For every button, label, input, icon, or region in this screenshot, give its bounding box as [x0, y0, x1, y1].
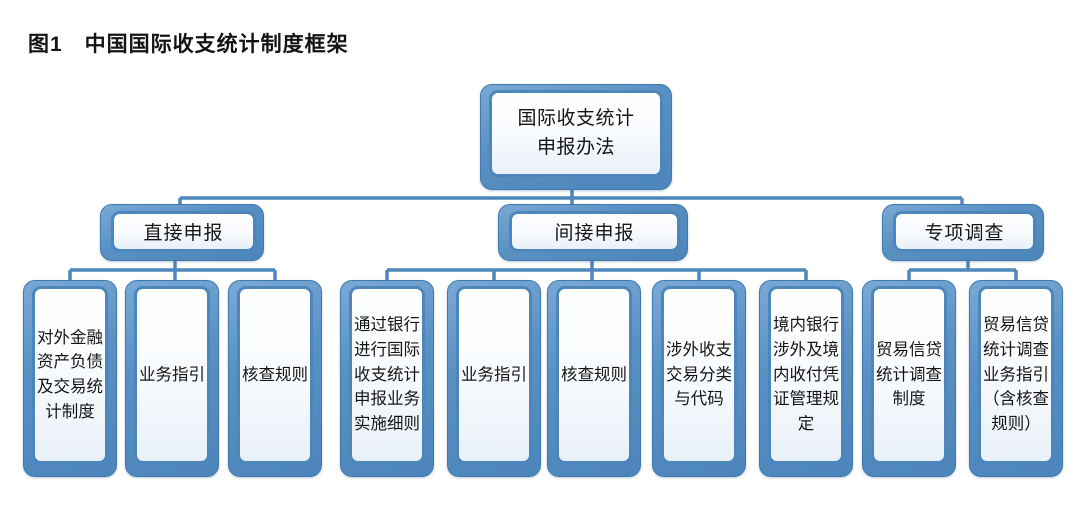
- leaf-business-guide-indirect: 业务指引: [447, 280, 541, 477]
- leaf-payment-voucher-rules: 境内银行 涉外及境 内收付凭 证管理规 定: [759, 280, 853, 477]
- node-branch-direct-label: 直接申报: [111, 211, 256, 252]
- node-root-label: 国际收支统计 申报办法: [489, 90, 663, 177]
- leaf-trade-credit-survey-guide: 贸易信贷 统计调查 业务指引 （含核查 规则）: [969, 280, 1063, 477]
- leaf-label: 业务指引: [456, 286, 532, 464]
- leaf-trade-credit-survey-system: 贸易信贷 统计调查 制度: [862, 280, 956, 477]
- figure-title: 图1 中国国际收支统计制度框架: [28, 33, 349, 56]
- leaf-verification-rules-indirect: 核查规则: [547, 280, 641, 477]
- node-branch-special-survey: 专项调查: [882, 204, 1044, 261]
- node-branch-indirect-label: 间接申报: [509, 211, 680, 252]
- leaf-label: 业务指引: [134, 286, 210, 464]
- node-root: 国际收支统计 申报办法: [480, 84, 672, 190]
- leaf-label: 通过银行 进行国际 收支统计 申报业务 实施细则: [349, 286, 425, 464]
- leaf-label: 贸易信贷 统计调查 业务指引 （含核查 规则）: [978, 286, 1054, 464]
- leaf-bank-implementation-rules: 通过银行 进行国际 收支统计 申报业务 实施细则: [340, 280, 434, 477]
- leaf-label: 涉外收支 交易分类 与代码: [661, 286, 737, 464]
- leaf-label: 贸易信贷 统计调查 制度: [871, 286, 947, 464]
- leaf-label: 对外金融 资产负债 及交易统 计制度: [32, 286, 108, 464]
- node-branch-direct: 直接申报: [100, 204, 264, 261]
- leaf-business-guide-direct: 业务指引: [125, 280, 219, 477]
- leaf-transaction-classification-codes: 涉外收支 交易分类 与代码: [652, 280, 746, 477]
- node-branch-indirect: 间接申报: [498, 204, 688, 261]
- node-branch-special-survey-label: 专项调查: [893, 211, 1036, 252]
- leaf-verification-rules-direct: 核查规则: [228, 280, 322, 477]
- leaf-label: 境内银行 涉外及境 内收付凭 证管理规 定: [768, 286, 844, 464]
- leaf-label: 核查规则: [556, 286, 632, 464]
- leaf-foreign-financial-assets: 对外金融 资产负债 及交易统 计制度: [23, 280, 117, 477]
- leaf-label: 核查规则: [237, 286, 313, 464]
